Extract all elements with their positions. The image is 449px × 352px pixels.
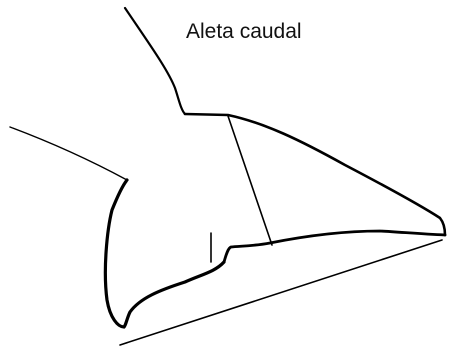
fin-label: Aleta caudal (186, 20, 302, 44)
fin-height-line (228, 116, 272, 245)
fin-span-line (120, 240, 442, 345)
fin-upper-lobe-edge (185, 114, 445, 235)
fin-lower-lobe-edge (105, 180, 224, 327)
fin-trailing-edge (224, 231, 445, 262)
fin-upper-edge (125, 8, 185, 114)
fish-body-line (10, 127, 127, 180)
